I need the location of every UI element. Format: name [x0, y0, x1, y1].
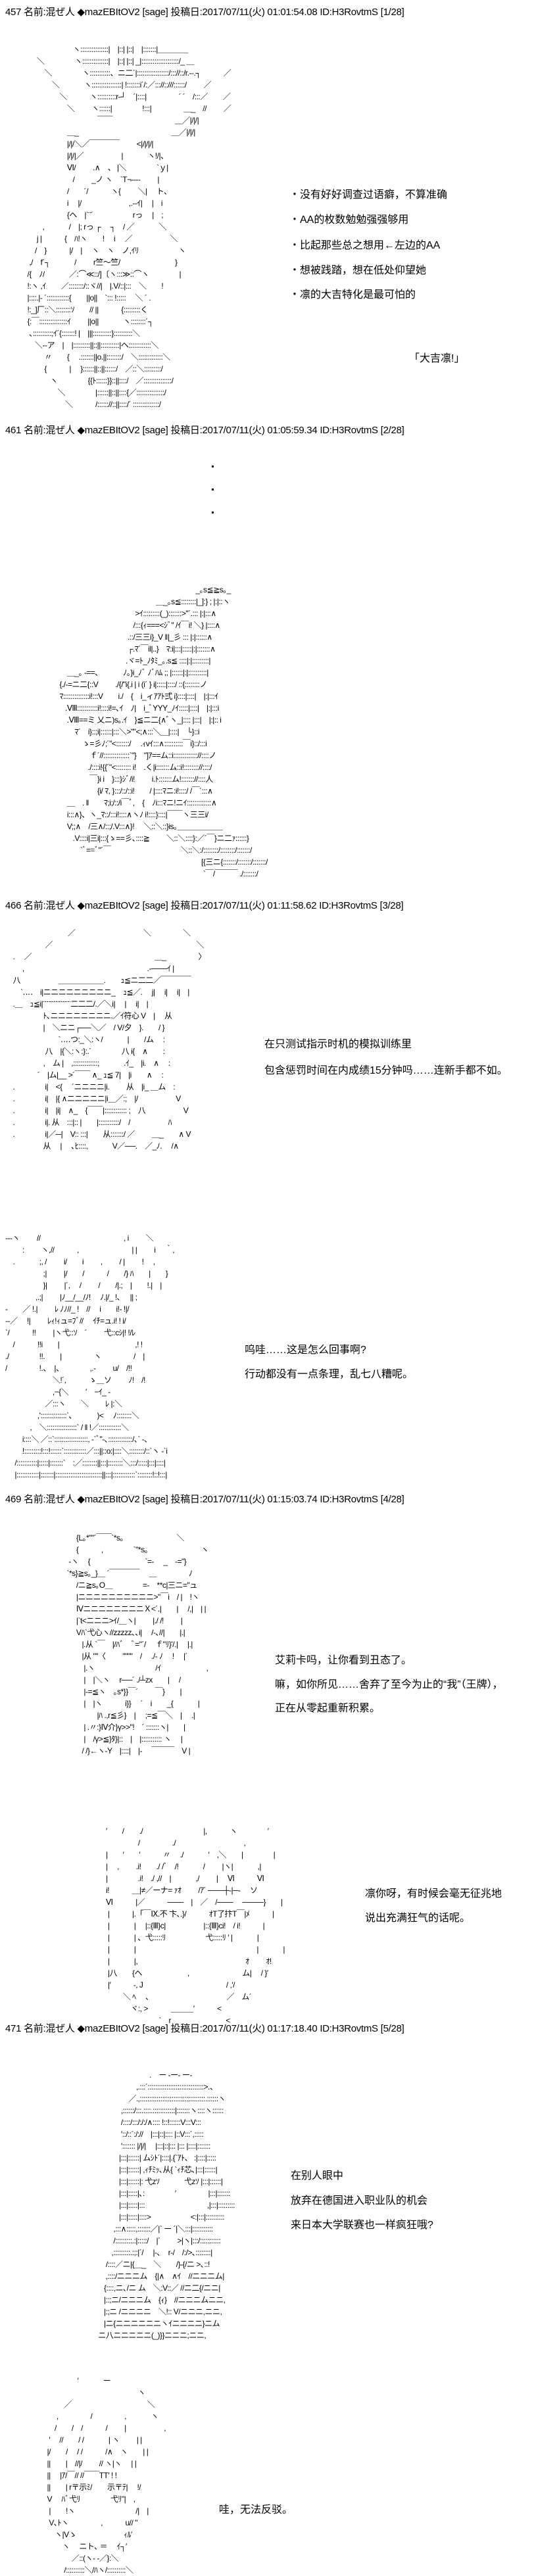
ascii-art: ′ / ./ |, ヽ ′ / ./ , | ′ ′ 〃 ./ ′ ,＼ | |… — [106, 1826, 285, 2025]
post-number[interactable]: 457 — [5, 7, 22, 18]
mail-field: [sage] — [142, 1494, 168, 1505]
poster-id: ID:H3RovtmS — [320, 425, 378, 436]
ascii-art: ／ ＼ ＼ ／ ＼ . ／ ＿_ 〉 , .‐───ｲ | 八 ＿＿＿＿＿＿. … — [12, 928, 206, 1151]
dialogue-line: ・凛的大吉特化是最可怕的 — [289, 289, 416, 300]
ascii-art: ヽ:::::::::::::::| |::| |::| |:::::::|＿＿＿… — [27, 45, 231, 409]
poster-name: 混ぜ人 — [45, 2023, 75, 2034]
date-label: 投稿日: — [170, 7, 203, 18]
tripcode: ◆mazEBItOV2 — [77, 900, 140, 911]
dialogue-line: 在只测试指示时机的模拟训练里 — [264, 1039, 412, 1050]
mail-field: [sage] — [142, 425, 168, 436]
dialogue-line: ・比起那些总之想用←左边的AA — [289, 240, 441, 251]
date-label: 投稿日: — [170, 425, 203, 436]
poster-id: ID:H3RovtmS — [320, 7, 378, 18]
dialogue-line: 凛你呀，有时候会毫无征兆地 — [365, 1888, 502, 1899]
page-count: [3/28] — [379, 900, 404, 911]
post-date: 2017/07/11(火) 01:11:58.62 — [202, 900, 317, 911]
poster-id: ID:H3RovtmS — [320, 1494, 378, 1505]
ascii-art: ‐‐‐ヽ // , i ＼ : ヽ,// , | | i ｀, . ;, / i… — [5, 1233, 175, 1479]
post-date: 2017/07/11(火) 01:15:03.74 — [202, 1494, 318, 1505]
dialogue-line: ・想被践踏，想在低处仰望她 — [289, 265, 427, 276]
post-date: 2017/07/11(火) 01:05:59.34 — [202, 425, 318, 436]
page-count: [1/28] — [380, 7, 404, 18]
poster-name: 混ぜ人 — [45, 7, 75, 18]
post-number[interactable]: 471 — [5, 2023, 22, 2034]
ascii-art: ′ ー ヽ ／ ＼ , / , ヽ / / / / | , ′ // / / |… — [47, 2376, 166, 2575]
page-count: [4/28] — [380, 1494, 404, 1505]
dialogue-line: 放弃在德国进入职业队的机会 — [291, 2195, 428, 2206]
post-number[interactable]: 461 — [5, 425, 22, 436]
post-date: 2017/07/11(火) 01:17:18.40 — [202, 2023, 318, 2034]
ellipsis-dot — [212, 489, 214, 490]
ellipsis-dot — [212, 465, 214, 467]
ascii-art: _｡s≦≧s｡_ ＿_｡s≦::::::::|_]:} ; |:|::ヽ >ｲ:… — [59, 585, 268, 878]
tripcode: ◆mazEBItOV2 — [77, 1494, 140, 1505]
ellipsis-dot — [212, 512, 214, 513]
tripcode: ◆mazEBItOV2 — [77, 7, 140, 18]
date-label: 投稿日: — [170, 2023, 203, 2034]
name-label: 名前: — [24, 425, 46, 436]
dialogue-line: 艾莉卡吗，让你看到丑态了。 — [275, 1655, 412, 1666]
dialogue-line: 哇，无法反驳。 — [219, 2504, 293, 2516]
dialogue-line: 来日本大学联赛也一样疯狂哦? — [291, 2220, 433, 2231]
dialogue-line: 呜哇……这是怎么回事啊? — [245, 1345, 366, 1356]
post-number[interactable]: 466 — [5, 900, 22, 911]
post-number[interactable]: 469 — [5, 1494, 22, 1505]
ascii-art: {L｡*""´￣￣`*s｡ ＼ { , `"*s｡ ヽ -ヽ { `=- _ -… — [66, 1533, 209, 1755]
poster-name: 混ぜ人 — [45, 425, 75, 436]
name-label: 名前: — [24, 7, 46, 18]
dialogue-line: 包含惩罚时间在内成绩15分钟吗……连新手都不如。 — [264, 1065, 508, 1076]
ascii-art: . ー -ー- ー- ,.:::´:::::::::::::::::::::::… — [98, 2070, 235, 2340]
dialogue-line: 嘛，如你所见……舍弃了至今为止的“我”（王牌）， — [275, 1679, 503, 1690]
dialogue-line: ・AA的枚数勉勉强强够用 — [289, 214, 409, 226]
dialogue-line: 在别人眼中 — [291, 2170, 344, 2182]
dialogue-line: 正在从零起重新积累。 — [275, 1703, 381, 1714]
page-count: [5/28] — [380, 2023, 404, 2034]
poster-name: 混ぜ人 — [45, 900, 75, 911]
name-label: 名前: — [24, 900, 46, 911]
tripcode: ◆mazEBItOV2 — [77, 2023, 140, 2034]
poster-name: 混ぜ人 — [45, 1494, 75, 1505]
name-label: 名前: — [24, 2023, 46, 2034]
post-date: 2017/07/11(火) 01:01:54.08 — [202, 7, 318, 18]
date-label: 投稿日: — [170, 1494, 203, 1505]
poster-id: ID:H3RovtmS — [319, 900, 377, 911]
poster-id: ID:H3RovtmS — [320, 2023, 378, 2034]
dialogue-line: 行动都没有一点条理，乱七八糟呢。 — [245, 1369, 414, 1380]
tripcode: ◆mazEBItOV2 — [77, 425, 140, 436]
dialogue-line: ・没有好好调查过语癖，不算准确 — [289, 189, 448, 201]
dialogue-line: 说出充满狂气的话呢。 — [365, 1913, 471, 1924]
dialogue-shout: 「大吉凛!」 — [409, 353, 465, 364]
date-label: 投稿日: — [170, 900, 203, 911]
page-count: [2/28] — [380, 425, 404, 436]
mail-field: [sage] — [142, 900, 168, 911]
mail-field: [sage] — [142, 2023, 168, 2034]
name-label: 名前: — [24, 1494, 46, 1505]
mail-field: [sage] — [142, 7, 168, 18]
